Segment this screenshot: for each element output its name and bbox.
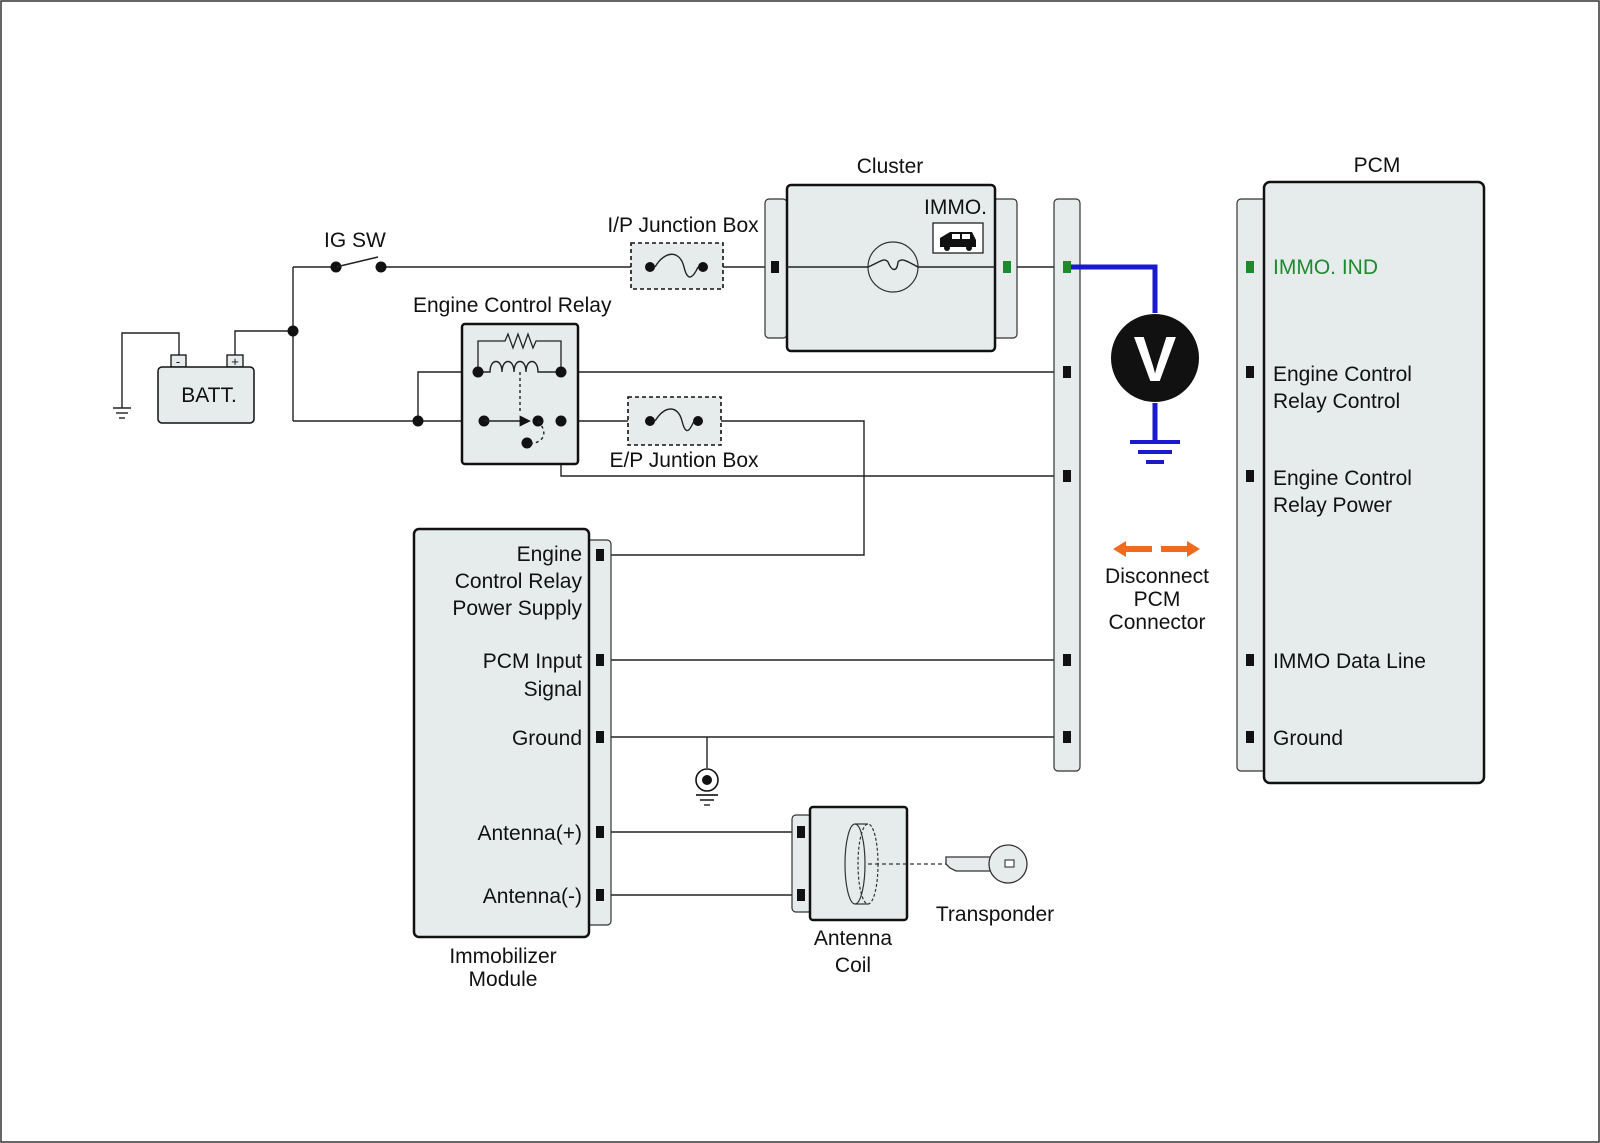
lamp-icon (787, 241, 995, 293)
disconnect-arrows: Disconnect PCM Connector (1105, 541, 1209, 634)
pcm-pin-relay-control-line1: Engine Control (1273, 363, 1412, 386)
disconnect-label-line2: PCM (1134, 588, 1181, 611)
immobilizer-module-label-line2: Module (469, 968, 538, 991)
voltmeter-icon: V (1071, 264, 1199, 464)
ep-junction-box-label: E/P Juntion Box (609, 449, 759, 472)
voltmeter-label: V (1134, 323, 1177, 395)
disconnect-label-line3: Connector (1109, 611, 1206, 634)
fuse-icon (654, 253, 699, 278)
pcm-label: PCM (1354, 154, 1401, 177)
pcm: PCM IMMO. IND Engine Control Relay Contr… (1236, 154, 1486, 785)
immobilizer-pin-power-line3: Power Supply (452, 597, 582, 620)
battery: - + BATT. (157, 354, 255, 424)
ig-sw-label: IG SW (324, 229, 386, 252)
ig-switch: IG SW (324, 229, 387, 273)
pcm-pin-immo-data-line: IMMO Data Line (1273, 650, 1426, 673)
immobilizer-pin-pcm-input-line2: Signal (524, 678, 582, 701)
ep-junction-box: E/P Juntion Box (609, 396, 759, 472)
transponder: Transponder (868, 844, 1054, 926)
pcm-pin-relay-power-line1: Engine Control (1273, 467, 1412, 490)
engine-control-relay: Engine Control Relay (412, 294, 612, 466)
pcm-pin-ground: Ground (1273, 727, 1343, 750)
immobilizer-pin-antenna-minus: Antenna(-) (483, 885, 582, 908)
battery-label: BATT. (181, 384, 237, 407)
ground-icon (695, 768, 719, 806)
fuse-icon (654, 408, 695, 432)
ground-icon (113, 407, 131, 419)
engine-control-relay-label: Engine Control Relay (413, 294, 612, 317)
ip-junction-box: I/P Junction Box (607, 214, 759, 290)
pcm-pin-relay-power-line2: Relay Power (1273, 494, 1392, 517)
immobilizer-module: Engine Control Relay Power Supply PCM In… (412, 527, 612, 991)
transponder-label: Transponder (936, 903, 1054, 926)
junction-dot (287, 325, 299, 337)
antenna-coil-label-line1: Antenna (814, 927, 893, 950)
car-icon (932, 222, 984, 254)
immobilizer-pin-ground: Ground (512, 727, 582, 750)
immobilizer-pin-power-line2: Control Relay (455, 570, 583, 593)
antenna-coil: Antenna Coil (791, 805, 909, 977)
cluster: Cluster IMMO. (764, 155, 1018, 353)
immobilizer-pin-pcm-input-line1: PCM Input (483, 650, 582, 673)
immobilizer-pin-antenna-plus: Antenna(+) (478, 822, 583, 845)
key-icon (945, 844, 1028, 884)
immobilizer-pin-power-line1: Engine (517, 543, 582, 566)
pcm-pin-relay-control-line2: Relay Control (1273, 390, 1400, 413)
relay-coil-icon (478, 360, 561, 373)
disconnect-label-line1: Disconnect (1105, 565, 1209, 588)
pcm-pin-immo-ind: IMMO. IND (1273, 256, 1378, 279)
battery-minus-label: - (176, 354, 180, 369)
immobilizer-module-label-line1: Immobilizer (449, 945, 556, 968)
antenna-coil-label-line2: Coil (835, 954, 871, 977)
immo-label: IMMO. (924, 196, 987, 219)
pcm-connector (1053, 198, 1081, 772)
cluster-label: Cluster (857, 155, 924, 178)
battery-plus-label: + (231, 354, 239, 369)
ip-junction-box-label: I/P Junction Box (607, 214, 759, 237)
